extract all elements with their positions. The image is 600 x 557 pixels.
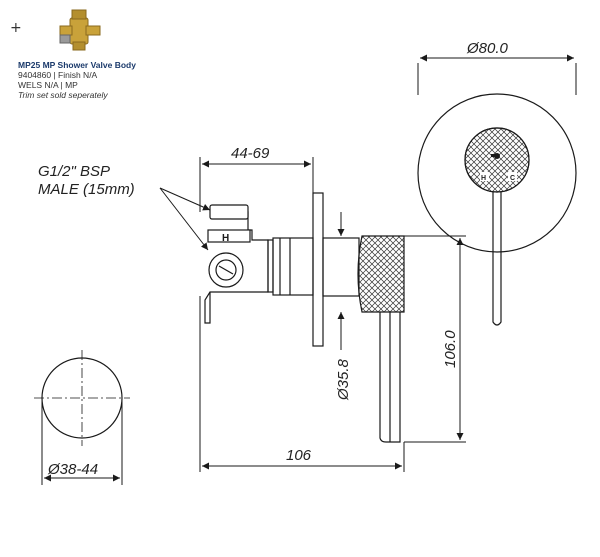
valve-body-thumbnail-icon [59, 9, 101, 51]
side-view: H [204, 192, 405, 443]
cover-plate-side [312, 192, 324, 347]
product-note: Trim set sold seperately [18, 90, 108, 100]
lever-side [379, 312, 401, 443]
plus-symbol: + [10, 20, 22, 36]
inlet-port-outer [208, 252, 244, 288]
lever-reach-label: 106.0 [442, 330, 459, 368]
thread-label-line2: MALE (15mm) [38, 181, 135, 198]
lever-front [492, 192, 502, 326]
valve-h-mark: H [222, 233, 229, 244]
spindle-housing [272, 237, 314, 296]
hot-label: H [481, 175, 486, 182]
front-view [417, 93, 577, 326]
product-name: MP25 MP Shower Valve Body [18, 60, 136, 70]
depth-dimension [199, 157, 314, 212]
valve-top-cap [209, 204, 249, 220]
hole-diameter-label: Ø38-44 [47, 461, 98, 478]
lever-reach-dimension [404, 235, 466, 443]
depth-range-label: 44-69 [231, 145, 270, 162]
plate-diameter-label: Ø80.0 [466, 40, 509, 57]
total-width-dimension [199, 296, 405, 472]
thread-callout-leaders [159, 187, 211, 251]
handle-diameter-label: Ø35.8 [335, 358, 352, 401]
thread-label-line1: G1/2" BSP [38, 163, 110, 180]
inlet-port-inner [215, 259, 237, 281]
total-width-label: 106 [286, 447, 312, 464]
product-info: MP25 MP Shower Valve Body 9404860 | Fini… [18, 60, 136, 100]
product-code-finish: 9404860 | Finish N/A [18, 70, 98, 80]
plate-diameter-dimension [417, 54, 577, 95]
cover-plate-front [417, 93, 577, 253]
handle-knurl-side [357, 235, 405, 313]
product-wels: WELS N/A | MP [18, 80, 78, 90]
valve-body [204, 211, 269, 324]
cold-label: C [510, 175, 515, 182]
wall-hole-view [34, 350, 130, 485]
